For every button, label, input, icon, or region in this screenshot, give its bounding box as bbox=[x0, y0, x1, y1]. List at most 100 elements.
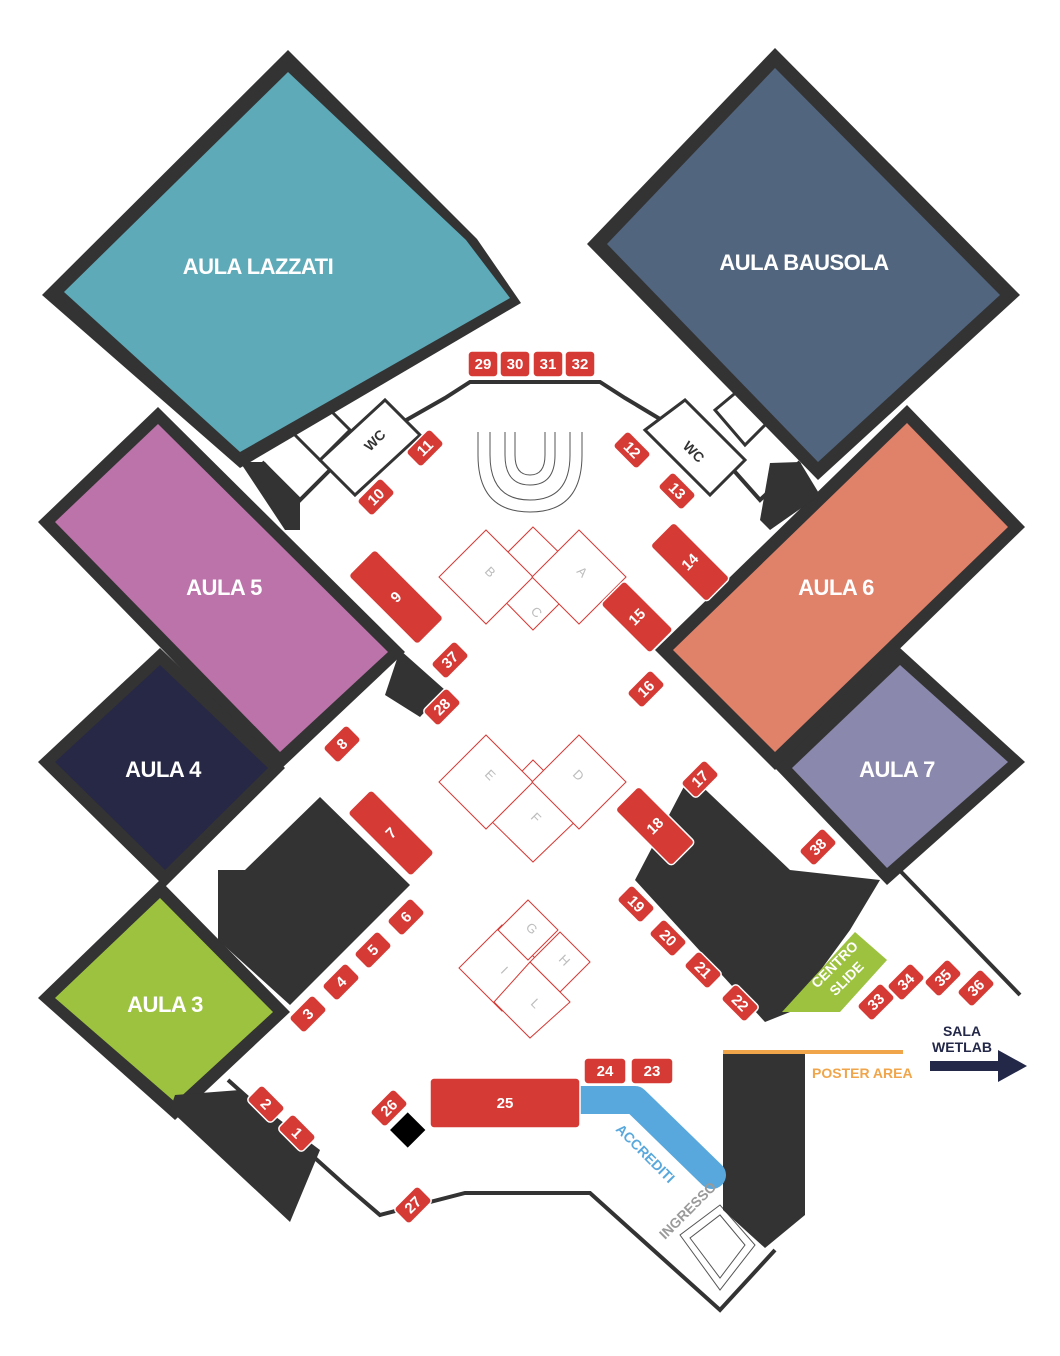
stand-27[interactable]: 27 bbox=[393, 1185, 433, 1225]
stand-box[interactable] bbox=[583, 1057, 627, 1085]
stand-box[interactable] bbox=[405, 428, 445, 468]
stand-33[interactable]: 33 bbox=[856, 982, 896, 1022]
stand-29[interactable]: 29 bbox=[467, 350, 499, 378]
stand-box[interactable] bbox=[564, 350, 596, 378]
kiosk-group-bottom bbox=[458, 899, 591, 1039]
stand-13[interactable]: 13 bbox=[657, 471, 697, 511]
stand-label: 29 bbox=[475, 356, 492, 373]
stand-box[interactable] bbox=[322, 724, 362, 764]
stand-9[interactable]: 9 bbox=[348, 549, 444, 645]
stand-23[interactable]: 23 bbox=[630, 1057, 674, 1085]
stand-label: 30 bbox=[507, 356, 524, 373]
stand-35[interactable]: 35 bbox=[923, 958, 963, 998]
stand-box[interactable] bbox=[499, 350, 531, 378]
stand-box[interactable] bbox=[347, 789, 435, 877]
stand-7[interactable]: 7 bbox=[347, 789, 435, 877]
stand-box[interactable] bbox=[288, 994, 328, 1034]
stand-31[interactable]: 31 bbox=[532, 350, 564, 378]
stand-label: 24 bbox=[597, 1063, 614, 1080]
stand-37[interactable]: 37 bbox=[430, 640, 470, 680]
stand-32[interactable]: 32 bbox=[564, 350, 596, 378]
stand-box[interactable] bbox=[277, 1113, 317, 1153]
stand-26[interactable]: 26 bbox=[369, 1088, 409, 1128]
accrediti-counter[interactable] bbox=[566, 1086, 726, 1189]
room-label-aula-lazzati: AULA LAZZATI bbox=[183, 254, 333, 279]
sala-wetlab-label-1: SALA bbox=[943, 1023, 981, 1039]
stand-box[interactable] bbox=[321, 962, 361, 1002]
stand-box[interactable] bbox=[369, 1088, 409, 1128]
stand-box[interactable] bbox=[532, 350, 564, 378]
stand-4[interactable]: 4 bbox=[321, 962, 361, 1002]
sala-wetlab-arrow-icon[interactable] bbox=[930, 1050, 1027, 1082]
stand-box[interactable] bbox=[798, 827, 838, 867]
stand-24[interactable]: 24 bbox=[583, 1057, 627, 1085]
stand-1[interactable]: 1 bbox=[277, 1113, 317, 1153]
stand-18[interactable]: 18 bbox=[615, 786, 696, 867]
pillar bbox=[390, 1112, 426, 1148]
stand-36[interactable]: 36 bbox=[956, 968, 996, 1008]
stand-box[interactable] bbox=[615, 786, 696, 867]
stand-box[interactable] bbox=[429, 1077, 581, 1129]
stand-box[interactable] bbox=[626, 669, 666, 709]
stand-28[interactable]: 28 bbox=[422, 687, 462, 727]
stand-16[interactable]: 16 bbox=[626, 669, 666, 709]
stand-box[interactable] bbox=[422, 687, 462, 727]
stand-box[interactable] bbox=[616, 884, 656, 924]
stand-11[interactable]: 11 bbox=[405, 428, 445, 468]
stand-box[interactable] bbox=[393, 1185, 433, 1225]
stand-box[interactable] bbox=[648, 918, 688, 958]
stand-20[interactable]: 20 bbox=[648, 918, 688, 958]
room-aula-6[interactable]: AULA 6 bbox=[655, 405, 1025, 770]
stand-label: 32 bbox=[572, 356, 589, 373]
stand-box[interactable] bbox=[630, 1057, 674, 1085]
stand-box[interactable] bbox=[612, 430, 652, 470]
stand-21[interactable]: 21 bbox=[683, 950, 723, 990]
stand-38[interactable]: 38 bbox=[798, 827, 838, 867]
room-label-aula-5: AULA 5 bbox=[186, 575, 262, 600]
stand-3[interactable]: 3 bbox=[288, 994, 328, 1034]
room-aula-4[interactable]: AULA 4 bbox=[38, 648, 285, 887]
stand-box[interactable] bbox=[680, 759, 720, 799]
stand-box[interactable] bbox=[600, 580, 674, 654]
kiosk-group-top bbox=[438, 526, 627, 631]
stand-12[interactable]: 12 bbox=[612, 430, 652, 470]
centro-slide-area[interactable] bbox=[782, 932, 887, 1012]
stand-2[interactable]: 2 bbox=[246, 1084, 286, 1124]
stand-box[interactable] bbox=[886, 962, 926, 1002]
stand-box[interactable] bbox=[356, 477, 396, 517]
stand-box[interactable] bbox=[430, 640, 470, 680]
stand-22[interactable]: 22 bbox=[720, 983, 760, 1023]
service-blocks bbox=[170, 462, 880, 1248]
room-aula-lazzati[interactable]: AULA LAZZATI bbox=[42, 50, 521, 468]
stand-14[interactable]: 14 bbox=[650, 522, 731, 603]
stand-box[interactable] bbox=[683, 950, 723, 990]
stand-19[interactable]: 19 bbox=[616, 884, 656, 924]
stand-10[interactable]: 10 bbox=[356, 477, 396, 517]
stand-label: 23 bbox=[644, 1063, 661, 1080]
stand-box[interactable] bbox=[956, 968, 996, 1008]
stand-box[interactable] bbox=[246, 1084, 286, 1124]
stand-box[interactable] bbox=[386, 897, 426, 937]
stand-box[interactable] bbox=[856, 982, 896, 1022]
stand-box[interactable] bbox=[923, 958, 963, 998]
room-label-aula-4: AULA 4 bbox=[125, 757, 202, 782]
wc-left bbox=[287, 397, 423, 498]
stand-box[interactable] bbox=[467, 350, 499, 378]
stand-30[interactable]: 30 bbox=[499, 350, 531, 378]
stand-17[interactable]: 17 bbox=[680, 759, 720, 799]
stand-6[interactable]: 6 bbox=[386, 897, 426, 937]
stand-5[interactable]: 5 bbox=[353, 930, 393, 970]
stand-8[interactable]: 8 bbox=[322, 724, 362, 764]
stand-box[interactable] bbox=[657, 471, 697, 511]
stand-box[interactable] bbox=[650, 522, 731, 603]
stand-15[interactable]: 15 bbox=[600, 580, 674, 654]
stand-box[interactable] bbox=[720, 983, 760, 1023]
stand-box[interactable] bbox=[348, 549, 444, 645]
room-aula-7[interactable]: AULA 7 bbox=[775, 648, 1025, 885]
stand-25[interactable]: 25 bbox=[429, 1077, 581, 1129]
stand-label: 25 bbox=[497, 1095, 514, 1112]
room-aula-bausola[interactable]: AULA BAUSOLA bbox=[587, 48, 1020, 480]
room-aula-3[interactable]: AULA 3 bbox=[38, 880, 290, 1120]
room-aula-5[interactable]: AULA 5 bbox=[38, 407, 405, 770]
stand-box[interactable] bbox=[353, 930, 393, 970]
